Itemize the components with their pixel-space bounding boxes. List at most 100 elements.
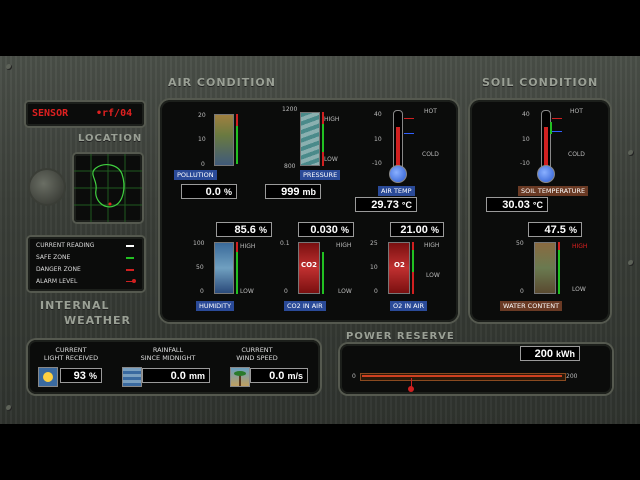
soil-condition-title: SOIL CONDITION <box>482 76 599 89</box>
soil-temp-scale-top: 40 <box>522 111 530 118</box>
o2-low-label: LOW <box>426 272 440 279</box>
air-temp-cold-marker <box>404 133 414 134</box>
co2-safe-bar <box>322 252 324 294</box>
sun-icon <box>38 367 58 387</box>
o2-value: 21.00 % <box>390 222 444 237</box>
soil-temp-value: 30.03 °C <box>486 197 548 212</box>
legend-panel <box>28 237 144 291</box>
power-alarm-dot <box>408 386 414 392</box>
air-temp-scale-bottom: -10 <box>372 160 382 167</box>
o2-glyph: O2 <box>394 261 405 269</box>
location-title: LOCATION <box>78 133 143 144</box>
co2-label: CO2 IN AIR <box>284 301 326 311</box>
air-condition-title: AIR CONDITION <box>168 76 276 89</box>
location-map[interactable] <box>74 154 142 222</box>
pressure-scale-bottom: 800 <box>284 163 296 170</box>
power-scale-max: 200 <box>566 373 578 380</box>
rivet <box>628 150 634 156</box>
water-content-label: WATER CONTENT <box>500 301 563 311</box>
pollution-scale-top: 20 <box>198 112 206 119</box>
sensor-id: •rf/04 <box>96 108 133 119</box>
water-scale-top: 50 <box>516 240 524 247</box>
pollution-scale-mid: 10 <box>198 136 206 143</box>
soil-temp-scale-mid: 10 <box>522 136 530 143</box>
power-bar <box>360 373 566 381</box>
water-scale-bottom: 0 <box>520 288 524 295</box>
pressure-danger-bar-top <box>322 112 324 124</box>
air-temp-cold-label: COLD <box>422 151 439 158</box>
legend-item: CURRENT READING <box>36 242 138 249</box>
power-value: 200 kWh <box>520 346 580 361</box>
sensor-label: SENSOR <box>32 108 69 119</box>
pollution-value: 0.0 % <box>181 184 237 199</box>
pollution-label: POLLUTION <box>174 170 217 180</box>
o2-high-label: HIGH <box>424 242 440 249</box>
pressure-danger-bar-bottom <box>322 152 324 166</box>
power-bar-fill <box>362 375 562 377</box>
soil-temp-thermometer <box>541 110 551 172</box>
o2-gauge: O2 <box>388 242 410 294</box>
o2-scale-mid: 10 <box>370 264 378 271</box>
location-marker <box>108 202 112 206</box>
internal-weather-title-2: WEATHER <box>64 314 132 327</box>
pressure-high-label: HIGH <box>324 116 340 123</box>
pressure-gauge <box>300 112 320 166</box>
co2-glyph: CO2 <box>301 261 317 269</box>
water-content-gauge <box>534 242 556 294</box>
power-alarm-marker <box>411 378 412 388</box>
palm-tree-icon <box>230 367 250 387</box>
rainfall-value: 0.0 mm <box>142 368 210 383</box>
location-knob[interactable] <box>30 170 64 204</box>
sensor-panel <box>26 102 144 126</box>
humidity-safe-bar <box>236 252 238 294</box>
air-temp-hot-label: HOT <box>424 108 437 115</box>
soil-temp-cold-label: COLD <box>568 151 585 158</box>
wind-value: 0.0 m/s <box>250 368 308 383</box>
humidity-low-label: LOW <box>240 288 254 295</box>
water-low-label: LOW <box>572 286 586 293</box>
humidity-scale-top: 100 <box>193 240 205 247</box>
pollution-gauge <box>214 114 234 166</box>
pressure-value: 999 mb <box>265 184 321 199</box>
humidity-gauge <box>214 242 234 294</box>
water-content-value: 47.5 % <box>528 222 582 237</box>
internal-weather-title-1: INTERNAL <box>40 299 110 312</box>
soil-temp-bulb <box>537 165 555 183</box>
soil-temp-cold-marker <box>552 131 562 132</box>
pollution-safe-bar <box>236 126 238 164</box>
rain-icon <box>122 367 142 387</box>
weather-panel <box>28 340 320 394</box>
co2-value: 0.030 % <box>298 222 354 237</box>
soil-temp-safe-bar <box>550 122 552 134</box>
air-temp-bulb <box>389 165 407 183</box>
location-map-graphic <box>74 154 142 222</box>
humidity-scale-bottom: 0 <box>200 288 204 295</box>
rivet <box>6 405 12 411</box>
pressure-low-label: LOW <box>324 156 338 163</box>
air-temp-hot-marker <box>404 118 414 119</box>
water-safe-bar <box>558 250 560 294</box>
o2-scale-bottom: 0 <box>374 288 378 295</box>
power-scale-min: 0 <box>352 373 356 380</box>
co2-scale-top: 0.1 <box>280 240 290 247</box>
pollution-danger-bar <box>236 114 238 126</box>
soil-temp-scale-bottom: -10 <box>520 160 530 167</box>
soil-temp-hot-marker <box>552 118 562 119</box>
humidity-label: HUMIDITY <box>196 301 235 311</box>
o2-scale-top: 25 <box>370 240 378 247</box>
light-value: 93 % <box>60 368 102 383</box>
air-temp-label: AIR TEMP <box>378 186 415 196</box>
pressure-scale-top: 1200 <box>282 106 298 113</box>
rivet <box>6 64 12 70</box>
air-temp-scale-top: 40 <box>374 111 382 118</box>
pollution-scale-bottom: 0 <box>201 161 205 168</box>
rivet <box>628 260 634 266</box>
co2-high-label: HIGH <box>336 242 352 249</box>
legend-item: SAFE ZONE <box>36 254 138 261</box>
humidity-danger-bar <box>236 242 238 252</box>
soil-temp-hot-label: HOT <box>570 108 583 115</box>
humidity-scale-mid: 50 <box>196 264 204 271</box>
